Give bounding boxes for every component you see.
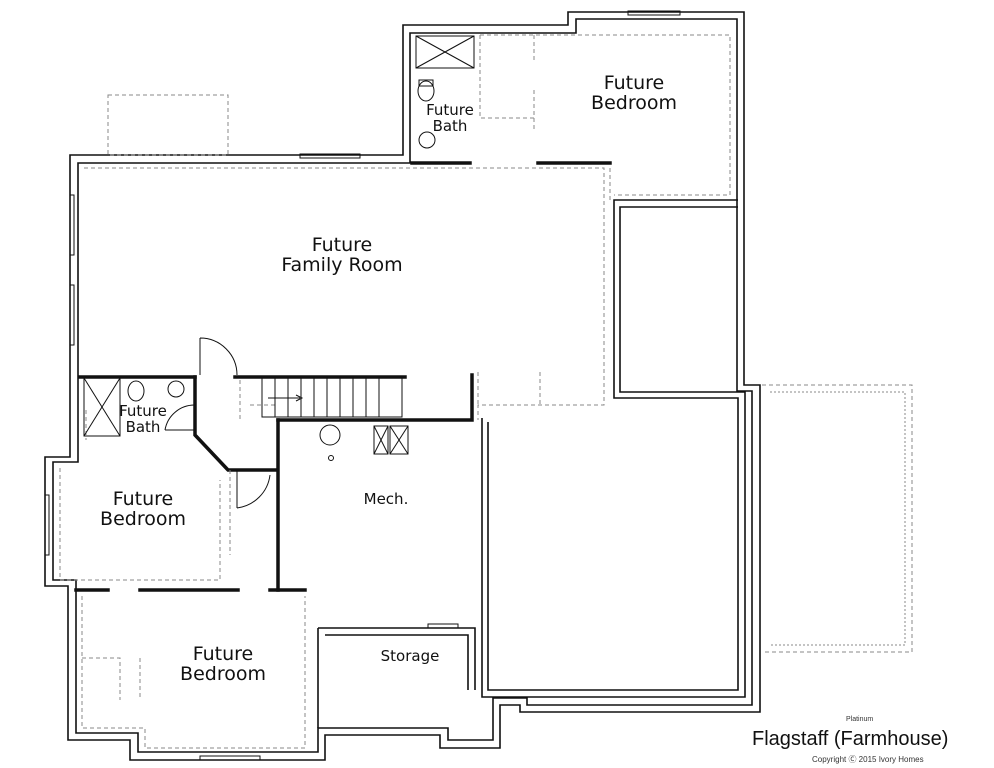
toilet-icon bbox=[417, 80, 435, 102]
room-label-bath-w: Future bbox=[119, 402, 167, 420]
deck bbox=[107, 94, 229, 156]
room-label-bedroom-ne: Future bbox=[603, 72, 665, 94]
room-label-bedroom-ne-2: Bedroom bbox=[591, 91, 677, 114]
arrow-head-icon bbox=[295, 394, 304, 402]
dashed-outline bbox=[59, 410, 221, 581]
room-label-bedroom-w-2: Bedroom bbox=[100, 507, 186, 530]
interior-wall bbox=[193, 375, 277, 472]
dashed-outline bbox=[84, 167, 605, 420]
sink-icon bbox=[167, 380, 185, 398]
room-label-bedroom-w: Future bbox=[112, 488, 174, 510]
exterior-wall-inner bbox=[52, 18, 753, 753]
sink-icon bbox=[418, 131, 436, 149]
plan-title: Flagstaff (Farmhouse) bbox=[752, 728, 949, 750]
window bbox=[69, 284, 75, 346]
drain-icon bbox=[328, 455, 334, 461]
interior-wall bbox=[276, 373, 474, 422]
furnace-icon bbox=[373, 425, 389, 455]
garage-slab bbox=[481, 206, 746, 698]
shower-icon bbox=[83, 377, 121, 437]
door-swing bbox=[199, 337, 238, 376]
room-label-family-room-2: Family Room bbox=[281, 253, 403, 276]
window bbox=[299, 153, 361, 159]
storage-wall bbox=[317, 627, 476, 728]
copyright-text: Copyright Ⓒ 2015 Ivory Homes bbox=[812, 755, 924, 764]
door-swing bbox=[164, 404, 196, 431]
window bbox=[44, 494, 50, 556]
room-label-bath-w-2: Bath bbox=[125, 417, 161, 436]
room-label-bedroom-sw-2: Bedroom bbox=[180, 662, 266, 685]
room-label-bath-ne-2: Bath bbox=[432, 116, 468, 135]
garage-slab-inner bbox=[487, 199, 739, 691]
dashed-outline bbox=[229, 372, 541, 555]
patio bbox=[762, 384, 913, 653]
window bbox=[69, 194, 75, 256]
dashed-outline bbox=[81, 596, 306, 749]
room-label-mech: Mech. bbox=[363, 490, 409, 508]
window bbox=[199, 755, 261, 761]
exterior-wall bbox=[44, 11, 761, 761]
window bbox=[627, 10, 681, 16]
door-swing bbox=[236, 470, 271, 509]
window bbox=[427, 623, 459, 629]
shower-icon bbox=[415, 35, 475, 69]
stairs bbox=[261, 376, 403, 418]
plan-subtitle: Platinum bbox=[846, 716, 874, 723]
water-heater-icon bbox=[319, 424, 341, 446]
room-label-bath-ne: Future bbox=[426, 101, 474, 119]
dashed-outline bbox=[479, 35, 535, 130]
dashed-outline bbox=[480, 34, 731, 200]
room-label-family-room: Future bbox=[311, 234, 373, 256]
room-label-bedroom-sw: Future bbox=[192, 643, 254, 665]
room-label-storage: Storage bbox=[380, 647, 440, 665]
patio-inner bbox=[770, 391, 906, 646]
stair-treads bbox=[274, 377, 380, 417]
dashed-outline bbox=[82, 657, 141, 700]
toilet-icon bbox=[127, 380, 145, 402]
dashed-outline bbox=[239, 380, 275, 420]
furnace-icon bbox=[389, 425, 409, 455]
